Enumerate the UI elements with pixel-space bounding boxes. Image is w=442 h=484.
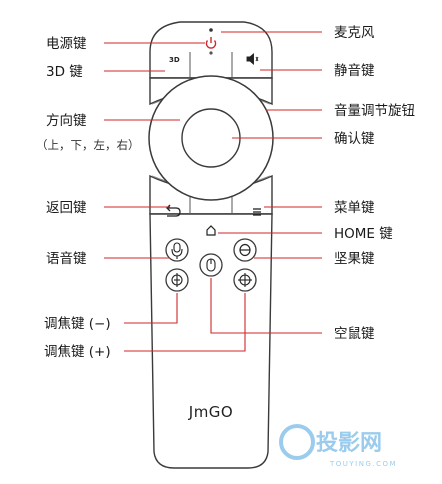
voice-button[interactable] [165, 238, 189, 262]
label-focus-plus: 调焦键 (+) [44, 344, 111, 360]
callout-lines [104, 31, 322, 352]
label-direction-sub: （上，下，左，右） [36, 138, 140, 152]
label-mute: 静音键 [334, 63, 375, 79]
label-nut: 坚果键 [334, 251, 375, 267]
mute-icon[interactable] [246, 53, 259, 65]
three-d-icon[interactable]: 3D [169, 56, 180, 64]
focus-minus-button[interactable] [165, 268, 189, 292]
power-icon[interactable] [205, 37, 217, 49]
label-direction: 方向键 [46, 113, 87, 129]
label-menu: 菜单键 [334, 200, 375, 216]
svg-text:投影网: 投影网 [316, 431, 382, 456]
nut-button[interactable] [233, 238, 257, 262]
label-voice: 语音键 [46, 251, 87, 267]
label-ok: 确认键 [334, 131, 375, 147]
label-volume-knob: 音量调节旋钮 [334, 103, 415, 119]
label-power: 电源键 [46, 36, 87, 52]
focus-plus-button[interactable] [233, 268, 257, 292]
label-focus-minus: 调焦键 (−) [44, 316, 111, 332]
label-air-mouse: 空鼠键 [334, 326, 375, 342]
mic-hole [209, 28, 213, 32]
svg-text:TOUYING.COM: TOUYING.COM [329, 460, 397, 468]
watermark: 投影网 TOUYING.COM [279, 424, 397, 468]
air-mouse-button[interactable] [199, 253, 223, 277]
label-mic: 麦克风 [334, 25, 375, 41]
back-icon[interactable] [166, 204, 181, 217]
label-back: 返回键 [46, 200, 87, 216]
brand-logo: JmGO [188, 403, 233, 421]
home-icon[interactable] [206, 225, 216, 236]
label-home: HOME 键 [334, 226, 393, 242]
ok-button[interactable] [181, 108, 241, 168]
label-3d: 3D 键 [46, 64, 83, 80]
menu-icon[interactable] [253, 208, 261, 216]
